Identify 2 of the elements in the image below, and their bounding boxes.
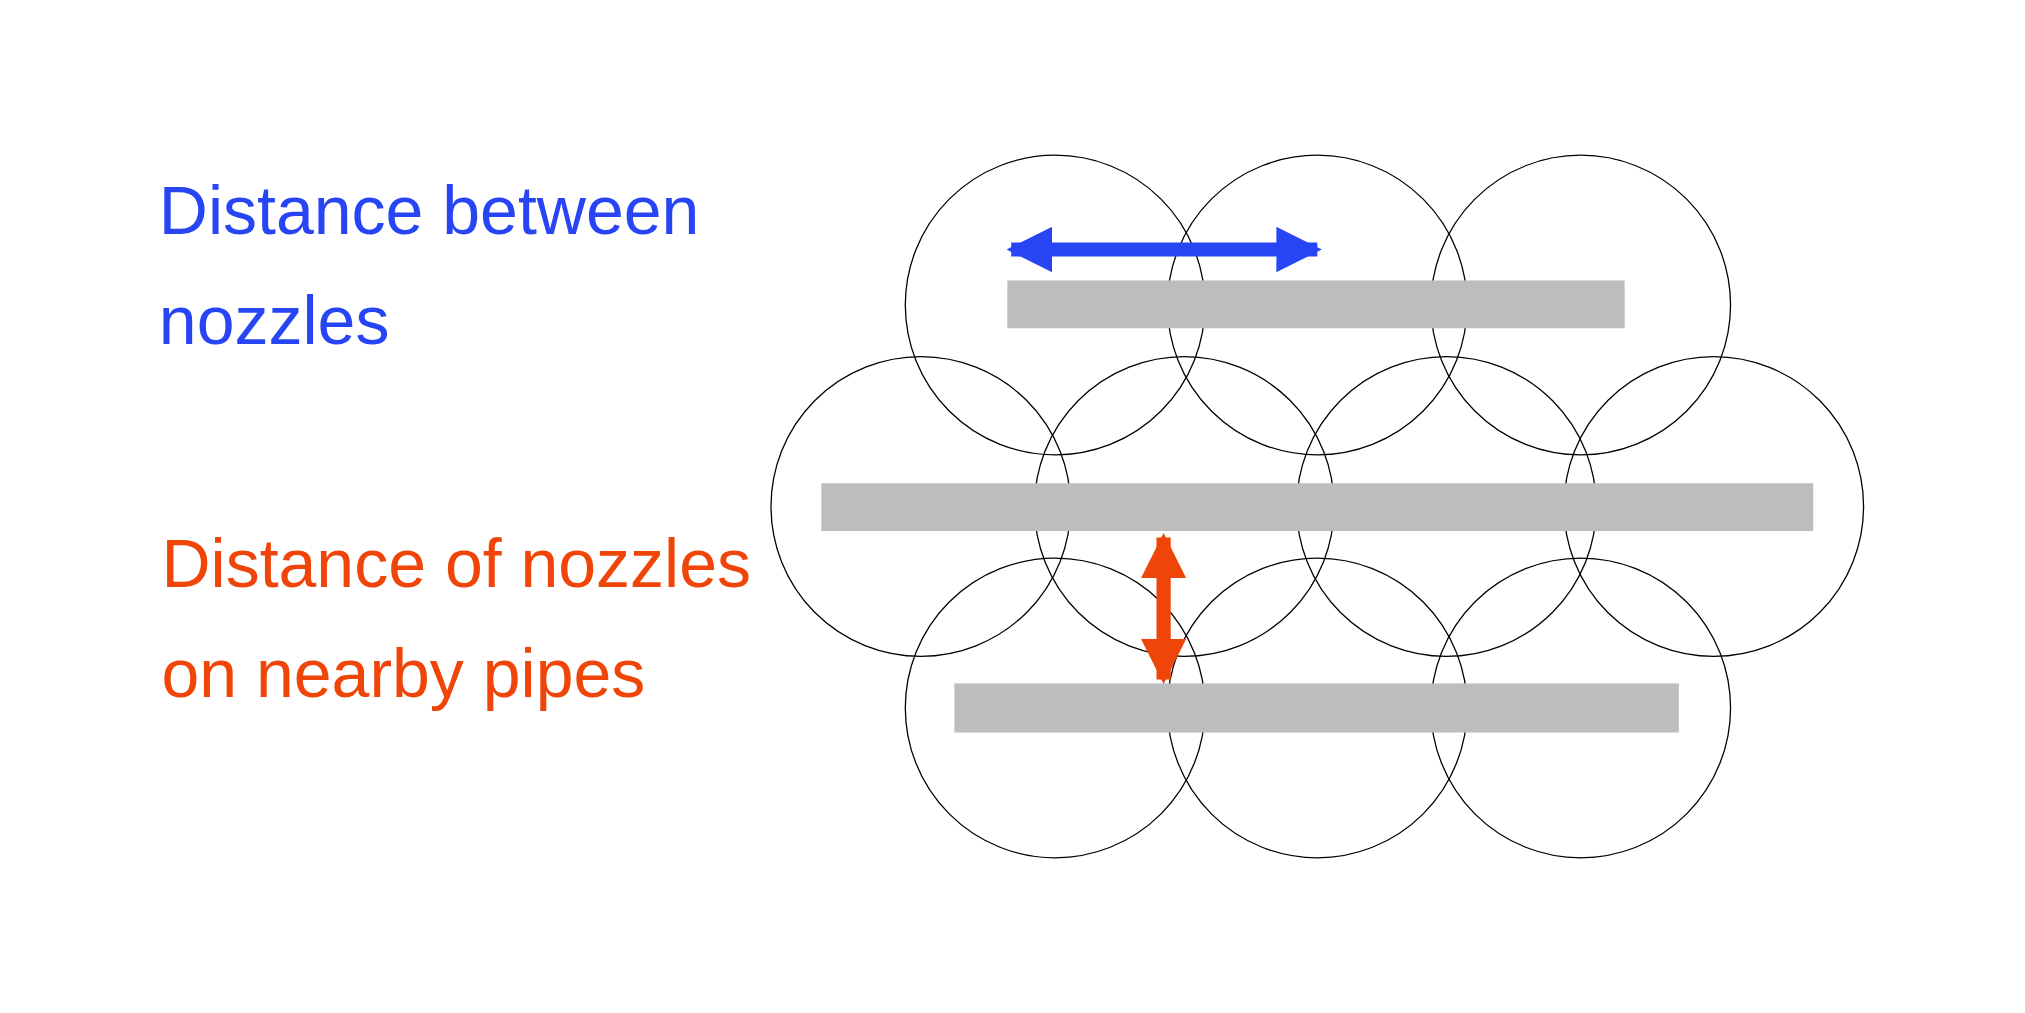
- dimension-label: Distance of nozzles on nearby pipes: [161, 523, 753, 713]
- dimension-label: Distance between nozzles: [158, 170, 701, 360]
